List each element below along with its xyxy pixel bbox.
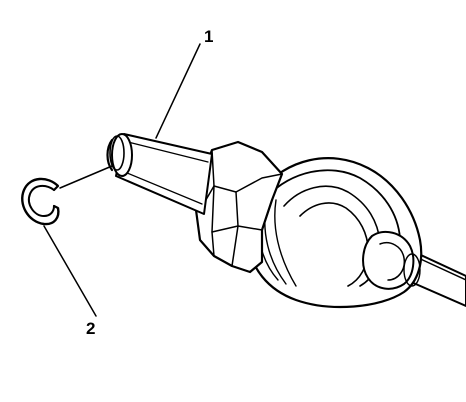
callout-label-1: 1: [204, 27, 213, 46]
cv-joint-housing: [194, 140, 284, 274]
stub-shaft: [106, 133, 213, 215]
snap-ring: [21, 177, 60, 226]
callout-label-2: 2: [86, 319, 95, 338]
leader-line-2: [43, 165, 113, 317]
leader-line-1: [155, 43, 201, 139]
